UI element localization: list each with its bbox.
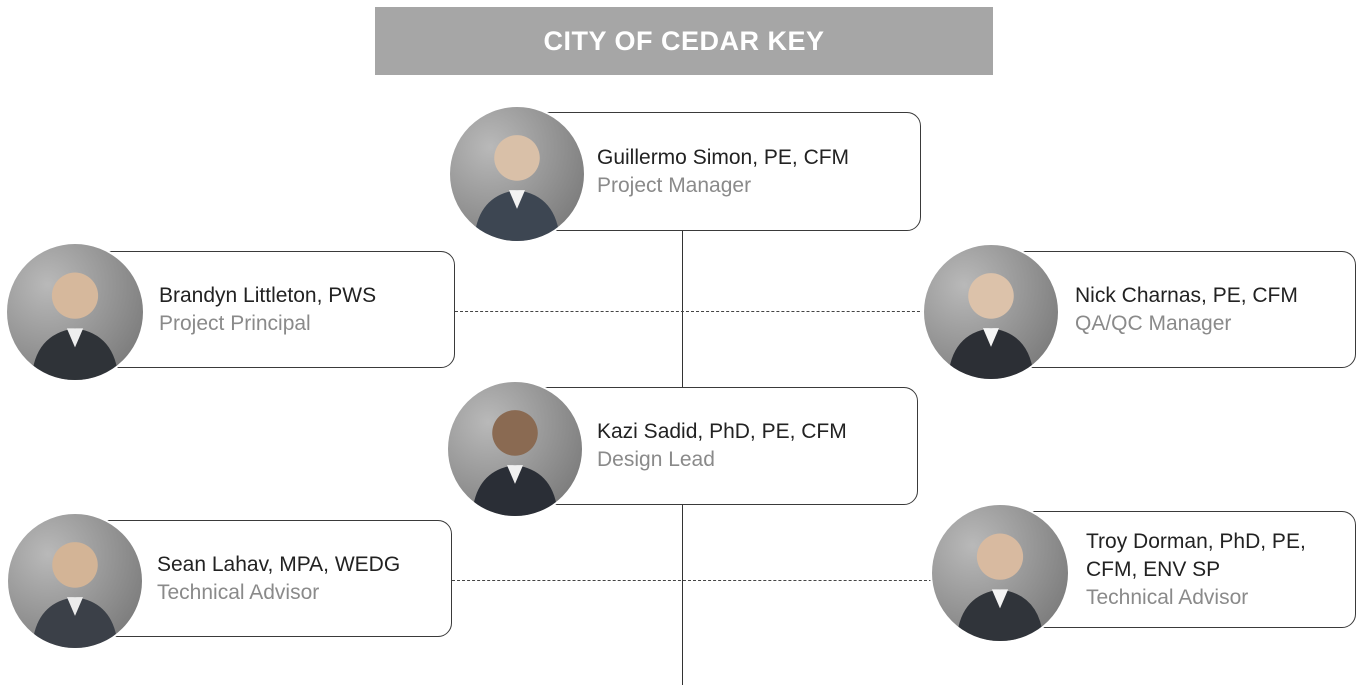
person-photo-icon	[446, 380, 584, 518]
member-name: Kazi Sadid, PhD, PE, CFM	[597, 420, 847, 443]
member-name-line-1: Troy Dorman, PhD, PE,	[1086, 529, 1306, 553]
member-name-line-2: CFM, ENV SP	[1086, 557, 1221, 581]
connector-vertical-main	[682, 230, 683, 390]
member-role: Design Lead	[597, 448, 715, 471]
member-name: Brandyn Littleton, PWS	[159, 283, 377, 307]
person-photo-icon	[6, 512, 144, 650]
member-role: Technical Advisor	[157, 580, 320, 604]
person-photo-icon	[448, 105, 586, 243]
connector-vertical-lower	[682, 505, 683, 685]
connector-dashed-lower	[452, 580, 932, 581]
person-photo-icon	[930, 503, 1070, 643]
member-card-brandyn-littleton: Brandyn Littleton, PWS Project Principal	[76, 251, 455, 368]
member-name: Guillermo Simon, PE, CFM	[597, 145, 850, 169]
org-chart-title: CITY OF CEDAR KEY	[375, 7, 993, 75]
member-card-nick-charnas: Nick Charnas, PE, CFM QA/QC Manager	[1000, 251, 1356, 368]
member-name: Nick Charnas, PE, CFM	[1075, 283, 1298, 307]
member-role: QA/QC Manager	[1075, 311, 1232, 335]
member-role: Project Manager	[597, 173, 752, 197]
member-role: Technical Advisor	[1086, 585, 1249, 609]
connector-dashed-upper	[455, 311, 930, 312]
member-role: Project Principal	[159, 311, 311, 335]
member-name: Sean Lahav, MPA, WEDG	[157, 552, 401, 576]
person-photo-icon	[5, 242, 145, 382]
person-photo-icon	[922, 243, 1060, 381]
